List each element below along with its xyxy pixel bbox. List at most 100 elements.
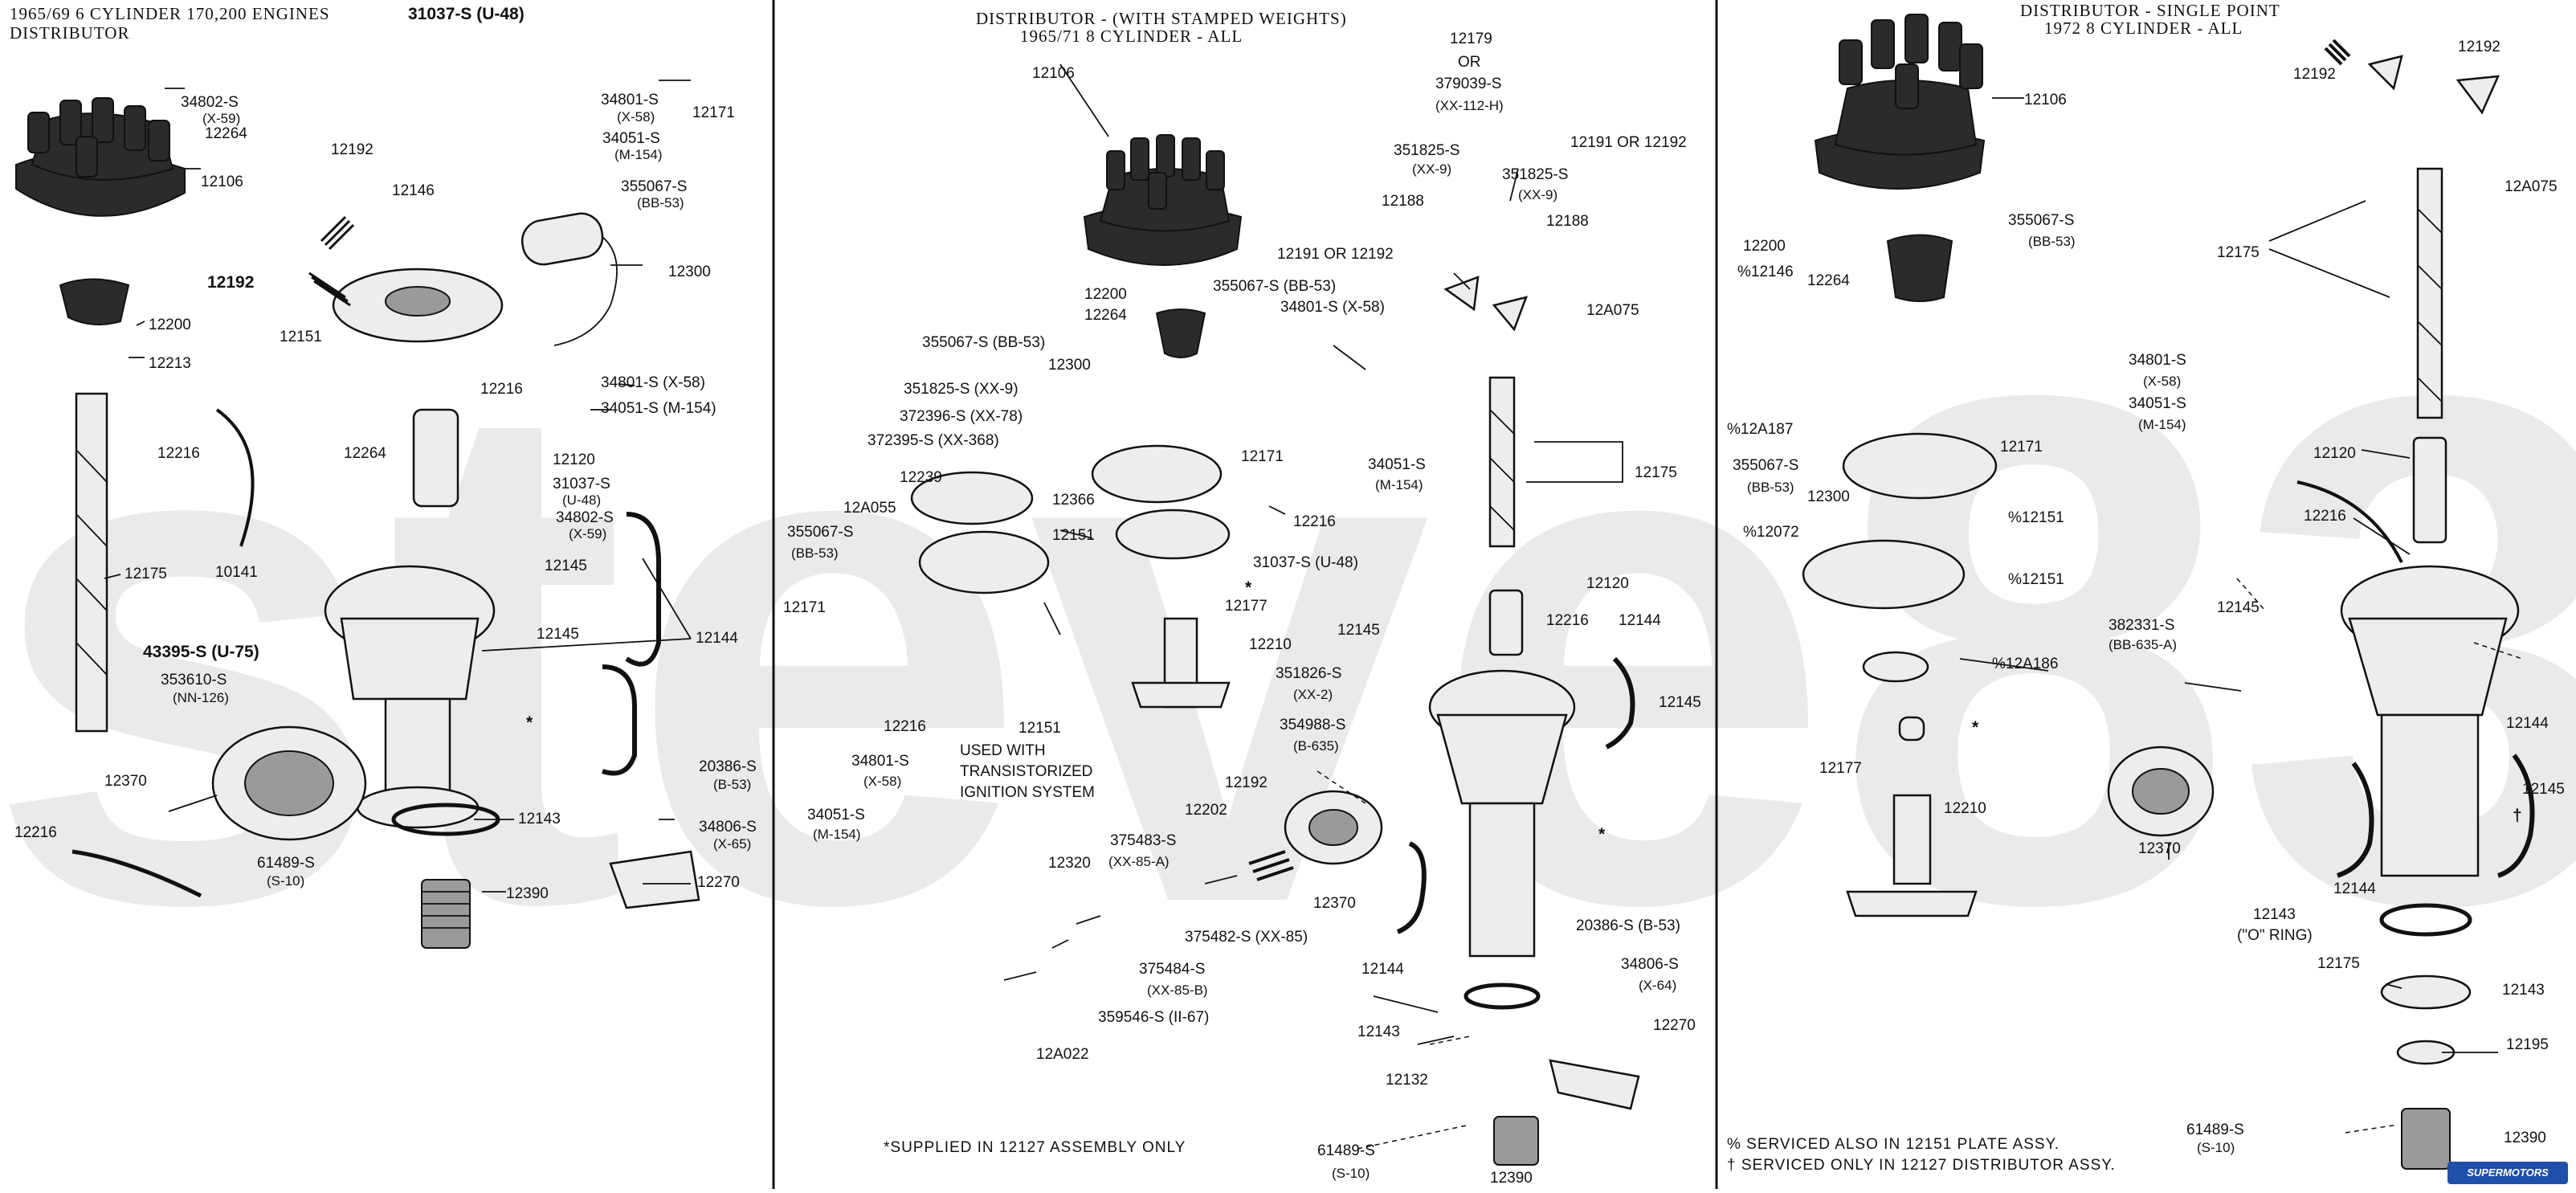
weight-base-12210 <box>1131 617 1231 709</box>
breaker-plate-transistor <box>918 530 1050 594</box>
part-label: 31037-S <box>553 476 610 492</box>
part-label: 61489-S <box>2186 1122 2244 1138</box>
part-label: † <box>2513 807 2522 825</box>
part-label: 12370 <box>104 773 147 790</box>
part-label: 355067-S <box>787 524 853 541</box>
part-label: 12145 <box>545 558 587 574</box>
part-label: 34806-S <box>699 819 757 836</box>
part-label: (X-58) <box>863 774 901 789</box>
part-label: 12192 <box>1225 774 1268 791</box>
clamp-12270 <box>1549 1059 1640 1110</box>
clamp-12270 <box>609 850 700 909</box>
condenser-12300 <box>521 212 618 346</box>
part-label: 12151 <box>1019 720 1061 737</box>
part-label: %12072 <box>1743 524 1799 541</box>
part-label: 34802-S <box>556 509 614 526</box>
part-label: 31037-S (U-48) <box>408 5 525 23</box>
part-label: 12216 <box>157 445 200 462</box>
part-label: 12171 <box>1241 448 1284 465</box>
part-label: 382331-S <box>2109 617 2174 634</box>
part-label: (X-59) <box>569 526 606 541</box>
part-label: 34801-S (X-58) <box>1280 299 1385 316</box>
weight-12144b <box>1605 656 1635 750</box>
part-label: 12177 <box>1819 760 1862 777</box>
panel-6cyl: 1965/69 6 CYLINDER 170,200 ENGINES DISTR… <box>10 4 757 949</box>
part-label: (XX-112-H) <box>1435 98 1504 113</box>
part-label: * <box>1972 718 1979 737</box>
rotor-12200 <box>1886 234 1953 302</box>
rotor-12200 <box>59 278 130 325</box>
weight-base-12210 <box>1846 794 1978 917</box>
part-label: (M-154) <box>2138 417 2186 432</box>
part-label: 12145 <box>2217 599 2260 616</box>
gear-12390 <box>421 879 471 949</box>
part-label: (S-10) <box>2197 1140 2235 1155</box>
o-ring-12143 <box>1464 983 1541 1010</box>
gear-12390 <box>2401 1108 2451 1170</box>
part-label: 12120 <box>553 451 595 468</box>
part-label: 12106 <box>2024 92 2067 108</box>
plate-12151 <box>1842 432 1998 500</box>
part-label: 34051-S (M-154) <box>601 400 716 417</box>
part-label: 12192 <box>207 273 254 292</box>
part-label: 12264 <box>205 125 247 142</box>
part-label: 12216 <box>480 381 523 398</box>
panel2-part-labels: 12106 12179 OR 379039-S (XX-112-H) 12191… <box>783 31 1701 1187</box>
part-label: 12300 <box>1048 357 1091 374</box>
weight-12144b <box>602 664 637 776</box>
part-label: 12144 <box>2333 880 2376 897</box>
part-label: 12216 <box>14 824 57 841</box>
spring-12192b <box>308 272 351 307</box>
part-12A186 <box>1862 651 1929 683</box>
o-ring-12143 <box>2379 903 2472 937</box>
plate-12239 <box>910 471 1034 525</box>
panel2-footnote: *SUPPLIED IN 12127 ASSEMBLY ONLY <box>884 1139 1186 1156</box>
part-label: 12A075 <box>1586 302 1639 319</box>
part-label: 12270 <box>697 874 740 891</box>
wire-12216b <box>215 408 255 547</box>
sleeve-12120 <box>2412 436 2447 544</box>
part-label: (NN-126) <box>173 690 229 705</box>
part-label: 12192 <box>2458 39 2500 55</box>
plate-12366 <box>1115 509 1231 560</box>
part-label: 12175 <box>2317 955 2360 972</box>
part-label: 355067-S <box>2008 212 2074 229</box>
shaft-12175 <box>75 392 108 733</box>
vacuum-advance-12370 <box>211 725 367 841</box>
part-label: 12239 <box>900 469 942 486</box>
part-label: (U-48) <box>562 492 601 508</box>
part-label: * <box>1598 825 1606 844</box>
part-label: 12200 <box>1743 238 1786 255</box>
part-label: 12216 <box>2304 508 2346 525</box>
part-label: 12264 <box>1807 272 1850 289</box>
part-label: 12390 <box>506 885 549 902</box>
part-label: %12A187 <box>1727 421 1793 438</box>
part-label: 359546-S (II-67) <box>1098 1009 1209 1026</box>
panel2-header-line1: DISTRIBUTOR - (WITH STAMPED WEIGHTS) <box>976 9 1347 28</box>
distributor-cap-12106 <box>1083 134 1243 266</box>
part-label: 12216 <box>884 718 926 735</box>
part-label: 379039-S <box>1435 76 1501 92</box>
part-label: (X-59) <box>202 111 240 126</box>
part-label: (M-154) <box>1375 477 1423 492</box>
vacuum-advance-12370 <box>2107 746 2215 837</box>
part-label: (XX-85-A) <box>1108 854 1170 869</box>
sleeve-12120 <box>1488 589 1524 656</box>
part-label: 12143 <box>1357 1023 1400 1040</box>
part-label: 12106 <box>1032 65 1075 82</box>
site-logo: SUPERMOTORS <box>2447 1162 2568 1184</box>
distributor-cap-12106 <box>1814 14 1986 190</box>
part-label: 12A022 <box>1036 1046 1089 1063</box>
plate-12151 <box>1091 444 1223 504</box>
part-label: 31037-S (U-48) <box>1253 554 1358 571</box>
weight-12192b <box>2456 75 2500 115</box>
part-label: 61489-S <box>1317 1142 1375 1159</box>
panel3-part-labels: 12106 12192 12192 12A075 355067-S (BB-53… <box>1727 39 2565 1174</box>
part-label: 12210 <box>1249 636 1292 653</box>
part-label: (BB-53) <box>791 545 839 561</box>
part-label: 12143 <box>2502 982 2545 999</box>
part-label: 12145 <box>1337 622 1380 639</box>
part-label: 12270 <box>1653 1017 1696 1034</box>
part-label: 12175 <box>2217 244 2260 261</box>
